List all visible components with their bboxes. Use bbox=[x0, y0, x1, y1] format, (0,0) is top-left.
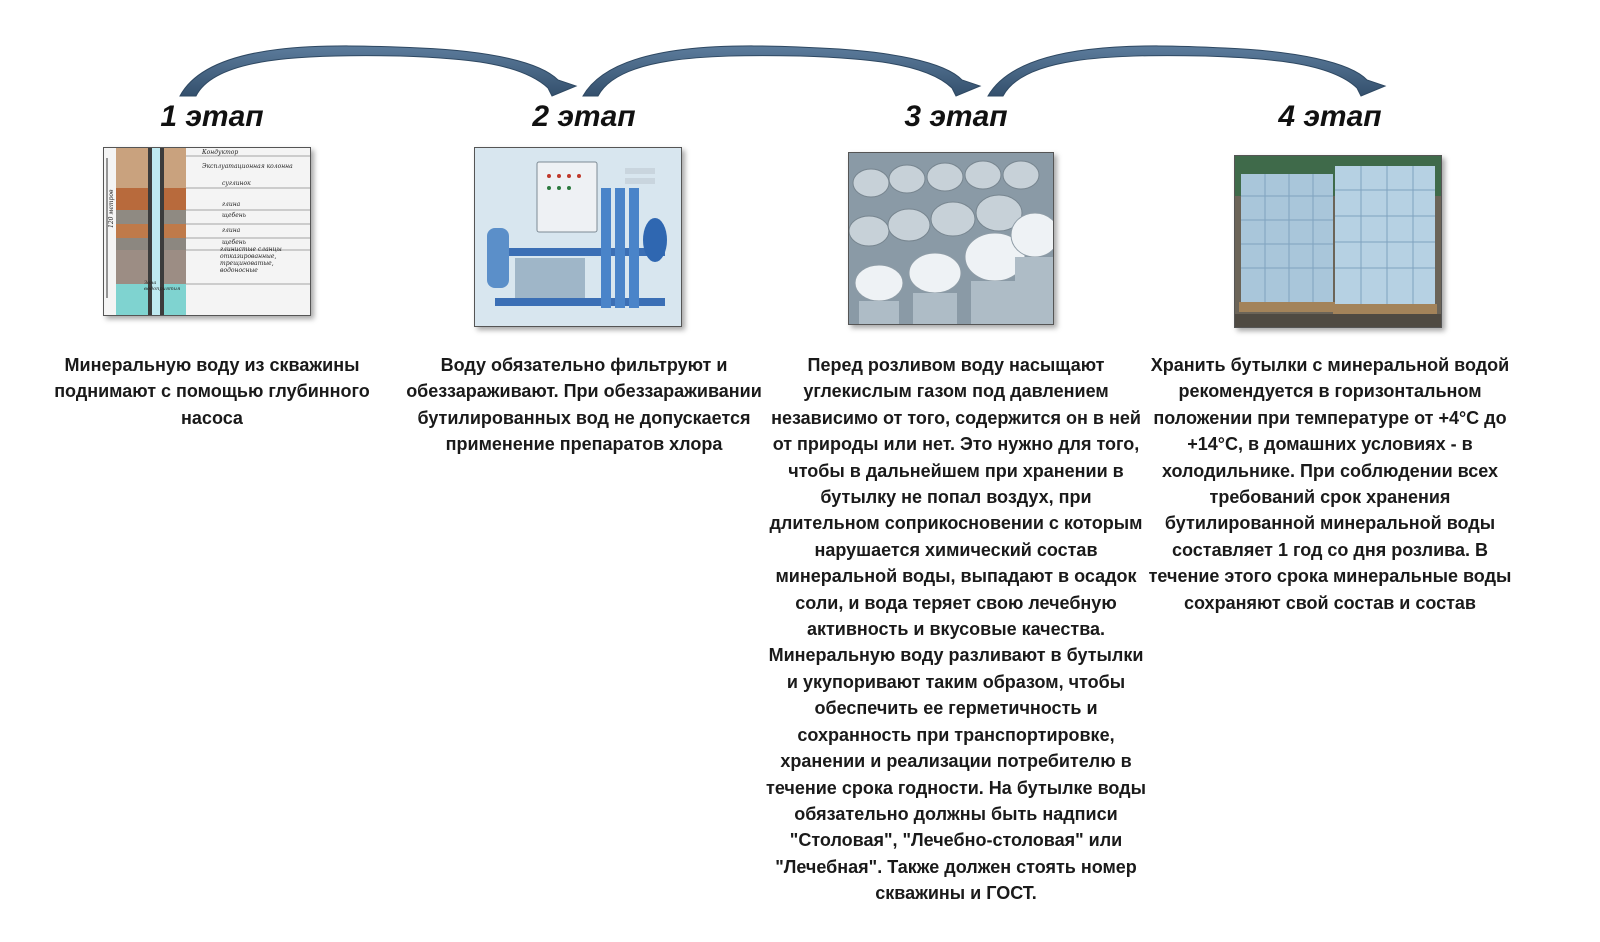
process-arrows bbox=[179, 45, 1387, 97]
stage-description: Воду обязательно фильтруют и обеззаражив… bbox=[406, 355, 762, 455]
well-label-conductor: Кондуктор bbox=[201, 149, 238, 156]
stage-title: 3 этап bbox=[904, 100, 1008, 133]
well-label-clay-1: глина bbox=[222, 201, 241, 208]
filtration-equipment-image bbox=[474, 147, 682, 327]
arrow-2-to-3 bbox=[582, 45, 982, 97]
well-label-intake-zone: Зона водоприятия bbox=[144, 280, 181, 292]
well-label-loam: суглинок bbox=[222, 180, 251, 187]
stage-title: 4 этап bbox=[1278, 100, 1382, 133]
well-label-gravel-1: щебень bbox=[222, 212, 246, 219]
arrow-3-to-4 bbox=[987, 45, 1387, 97]
stage-description: Перед розливом воду насыщают углекислым … bbox=[766, 355, 1146, 904]
stage-title: 1 этап bbox=[160, 100, 264, 133]
well-label-gravel-2: щебень bbox=[222, 239, 246, 246]
bottle-pallets-image bbox=[1234, 155, 1442, 328]
arrow-1-to-2 bbox=[179, 45, 578, 97]
well-label-depth: 120 метров bbox=[108, 189, 115, 228]
stage-description: Хранить бутылки с минеральной водой реко… bbox=[1148, 355, 1512, 613]
well-cross-section-image: Кондуктор Эксплуатационная колонна сугли… bbox=[103, 147, 311, 316]
stage-title: 2 этап bbox=[532, 100, 636, 133]
well-label-casing: Эксплуатационная колонна bbox=[202, 163, 293, 170]
stage-description: Минеральную воду из скважины поднимают с… bbox=[54, 355, 370, 428]
well-label-shale: глинистые сланцы отказированные, трещино… bbox=[220, 246, 282, 274]
well-label-clay-2: глина bbox=[222, 227, 241, 234]
bottling-line-image bbox=[848, 152, 1054, 325]
